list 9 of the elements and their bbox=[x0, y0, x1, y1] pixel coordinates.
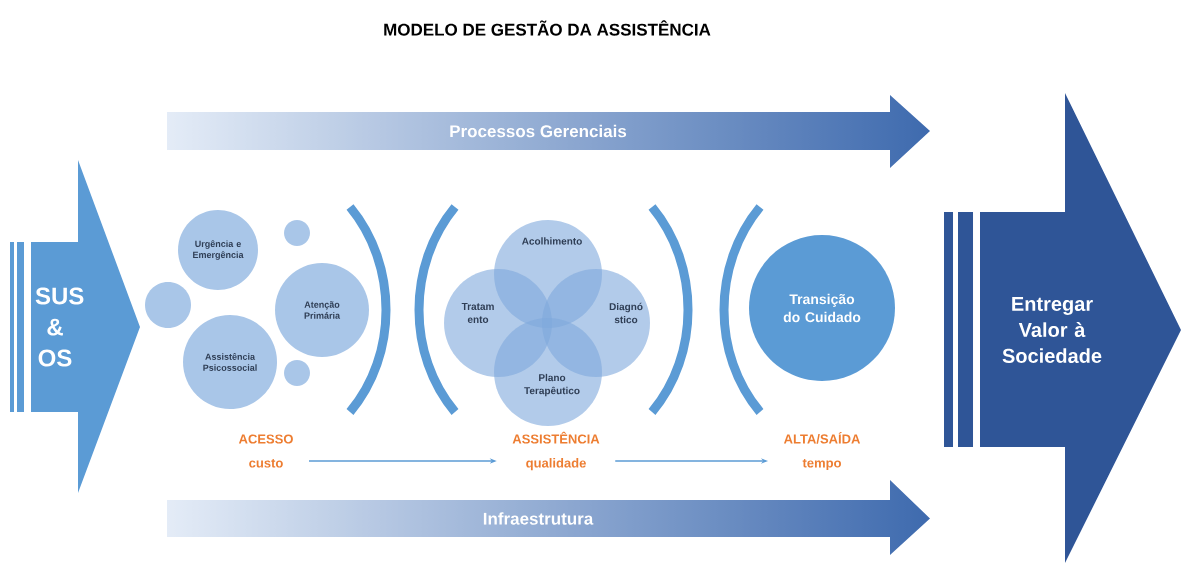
stage-label: ASSISTÊNCIA qualidade bbox=[512, 431, 600, 471]
title: MODELO DE GESTÃO DA ASSISTÊNCIA bbox=[384, 20, 711, 36]
block-arrow: Processos Gerenciais bbox=[450, 124, 627, 138]
stage-label: ACESSO custo bbox=[238, 434, 293, 468]
circle bbox=[145, 282, 191, 328]
circle bbox=[284, 220, 310, 246]
stage-label: ALTA/SAÍDA tempo bbox=[783, 431, 861, 471]
circle bbox=[284, 360, 310, 386]
block-arrow: Infraestrutura bbox=[483, 512, 594, 525]
